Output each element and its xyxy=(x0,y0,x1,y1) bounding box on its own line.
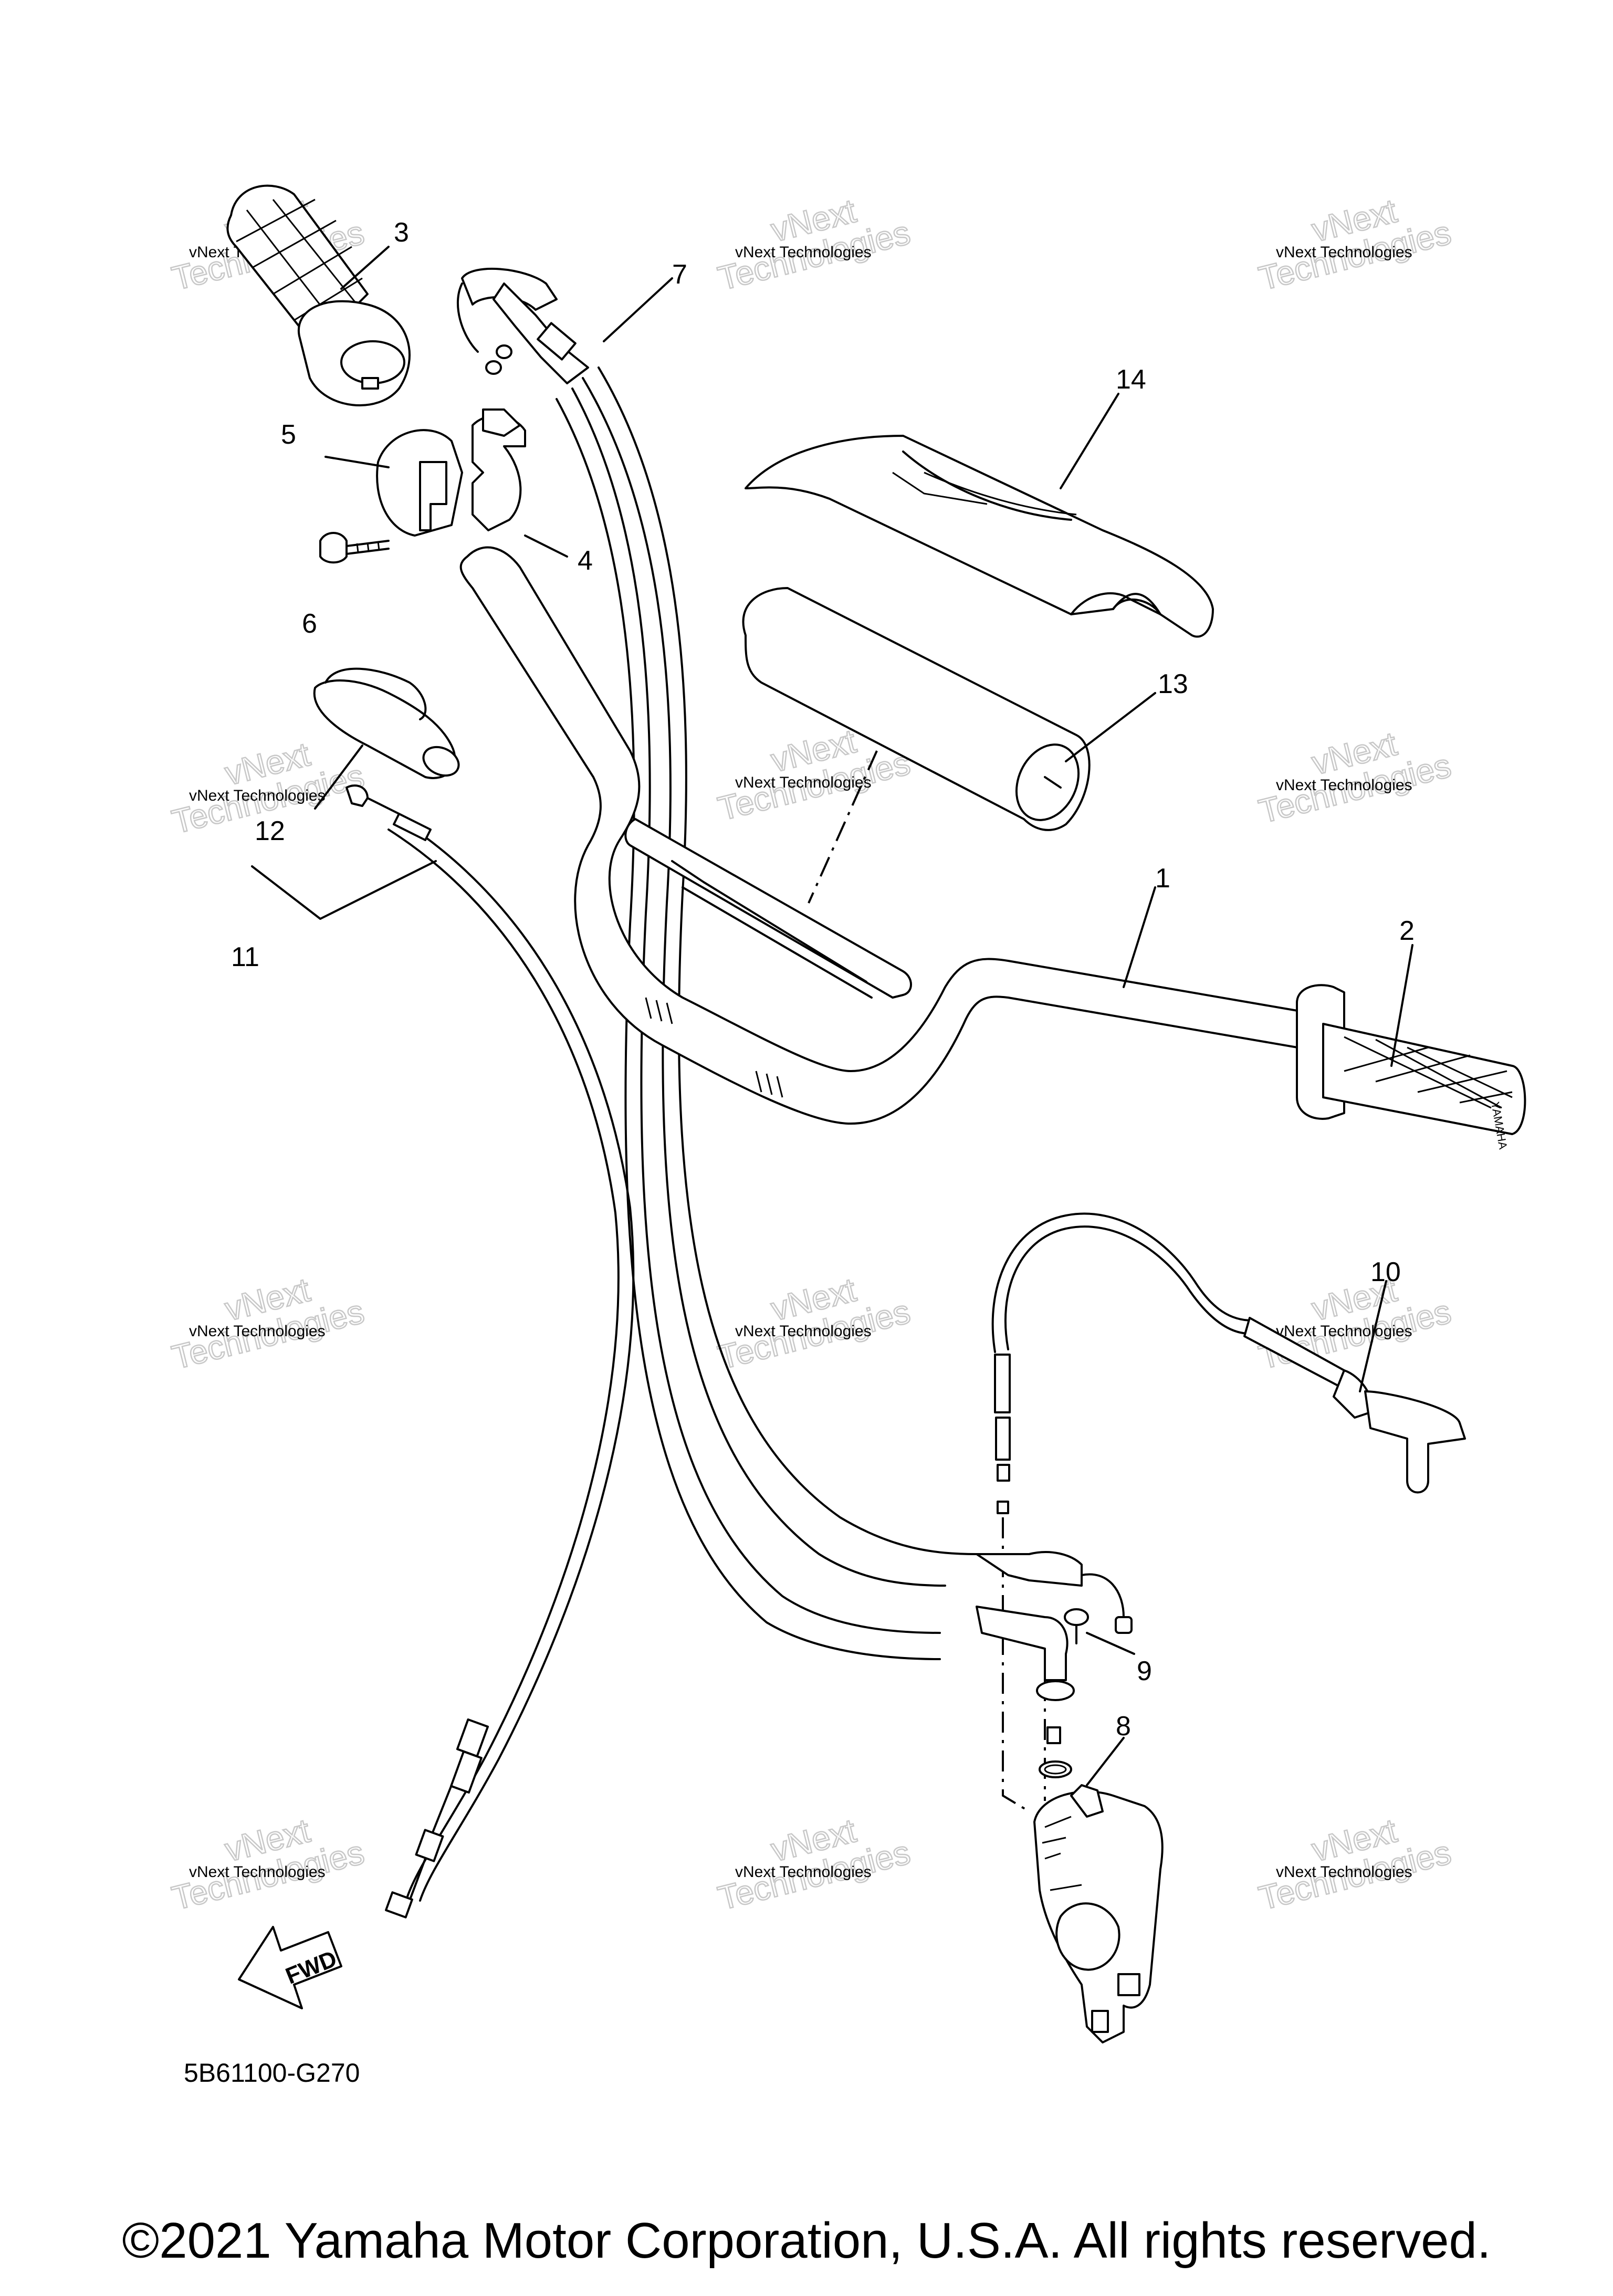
carburetor xyxy=(1033,1784,1164,2043)
handlebar xyxy=(459,546,1314,1125)
svg-text:vNext Technologies: vNext Technologies xyxy=(1276,244,1412,261)
leader-lines xyxy=(251,246,1413,1786)
callout-10: 10 xyxy=(1370,1257,1401,1287)
watermark: Technologies vNext vNext Technologies xyxy=(1254,191,1455,298)
callout-4: 4 xyxy=(578,546,593,576)
callout-9: 9 xyxy=(1137,1656,1152,1686)
throttle-cable-fitting xyxy=(457,267,589,384)
svg-text:vNext Technologies: vNext Technologies xyxy=(735,774,872,791)
callout-7: 7 xyxy=(672,259,687,290)
throttle-grip xyxy=(226,184,411,407)
screw-6 xyxy=(319,532,390,564)
svg-text:vNext Technologies: vNext Technologies xyxy=(735,244,872,261)
svg-text:vNext Technologies: vNext Technologies xyxy=(189,1323,326,1340)
svg-text:vNext Technologies: vNext Technologies xyxy=(1276,1323,1412,1340)
hot-start-lever xyxy=(313,667,460,841)
clutch-cable xyxy=(387,818,635,1902)
callout-1: 1 xyxy=(1155,863,1170,894)
callout-14: 14 xyxy=(1116,364,1146,395)
watermark: Technologies vNext vNext Technologies xyxy=(1254,724,1455,831)
copyright-notice: ©2021 Yamaha Motor Corporation, U.S.A. A… xyxy=(122,2213,1491,2269)
svg-text:vNext Technologies: vNext Technologies xyxy=(189,787,326,804)
starter-cable xyxy=(991,1212,1466,1514)
watermark: Technologies vNext vNext Technologies xyxy=(1254,1811,1455,1918)
callout-6: 6 xyxy=(302,609,317,639)
watermark: Technologies vNext vNext Technologies xyxy=(167,1270,368,1377)
callout-5: 5 xyxy=(281,420,296,450)
callout-11: 11 xyxy=(231,942,259,972)
diagram-code: 5B61100-G270 xyxy=(184,2058,360,2088)
svg-text:vNext Technologies: vNext Technologies xyxy=(189,1863,326,1881)
throttle-cables xyxy=(556,366,978,1660)
callout-3: 3 xyxy=(394,217,409,248)
svg-text:vNext Technologies: vNext Technologies xyxy=(1276,777,1412,794)
callout-12: 12 xyxy=(255,816,285,846)
carb-top-fittings xyxy=(976,1551,1133,1778)
callout-2: 2 xyxy=(1399,916,1415,946)
right-grip: YAMAHA xyxy=(1296,984,1526,1150)
handlebar-pad xyxy=(742,587,1091,831)
pad-leader xyxy=(808,750,878,904)
watermark: Technologies vNext vNext Technologies xyxy=(714,191,914,298)
fwd-arrow-icon: FWD xyxy=(238,1926,342,2009)
watermark: Technologies vNext vNext Technologies xyxy=(714,1270,914,1377)
throttle-housing xyxy=(376,408,526,537)
svg-text:vNext Technologies: vNext Technologies xyxy=(1276,1863,1412,1881)
svg-text:vNext Technologies: vNext Technologies xyxy=(735,1323,872,1340)
callout-8: 8 xyxy=(1116,1711,1131,1742)
watermark: Technologies vNext vNext Technologies xyxy=(167,1811,368,1918)
callout-13: 13 xyxy=(1158,669,1188,699)
watermark: Technologies vNext vNext Technologies xyxy=(714,1811,914,1918)
callout-labels: 1 2 3 4 5 6 7 8 9 10 11 12 13 14 xyxy=(231,217,1415,1742)
pad-cover xyxy=(745,435,1214,638)
clutch-cable-end xyxy=(385,1718,489,1918)
svg-text:vNext Technologies: vNext Technologies xyxy=(735,1863,872,1881)
watermark: Technologies vNext vNext Technologies xyxy=(1254,1270,1455,1377)
